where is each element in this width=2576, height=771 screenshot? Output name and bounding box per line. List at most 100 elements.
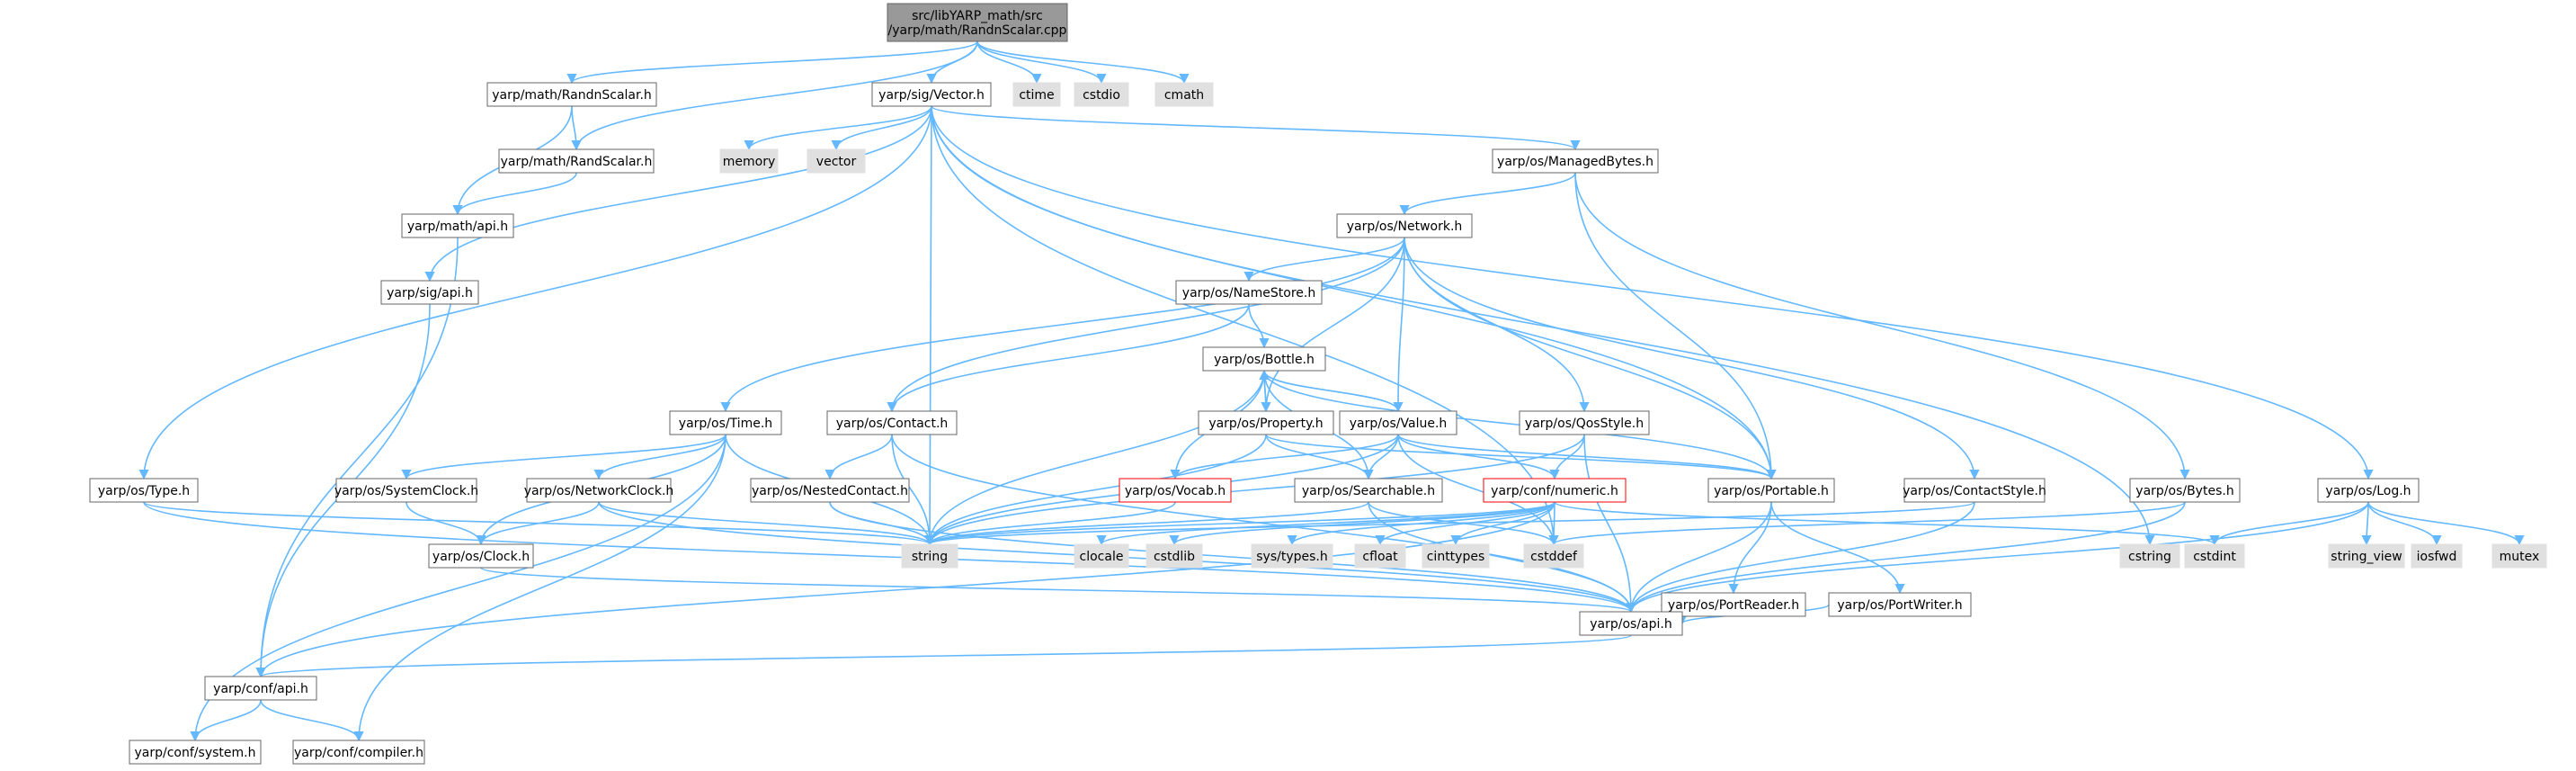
node-conf-api-h[interactable]: yarp/conf/api.h [204,676,317,701]
node-label: yarp/os/SystemClock.h [334,484,478,498]
node-label: cstdint [2193,550,2236,564]
node-box [1012,82,1061,107]
node-box [1483,478,1627,503]
edge-conf-api-h-to-conf-compiler-h [260,699,364,742]
node-math-rand-scalar-h[interactable]: yarp/math/RandScalar.h [498,148,655,174]
node-label: memory [723,155,776,169]
edge-conf-numeric-h-to-clocale [1096,501,1555,546]
node-cstdlib: cstdlib [1145,543,1203,569]
node-label: yarp/os/NestedContact.h [752,484,908,498]
edge-network-h-to-value-h [1393,237,1405,413]
edge-bytes-h-to-os-api-h [1626,501,2186,614]
edge-value-h-to-bottle-h [1259,369,1399,412]
node-searchable-h[interactable]: yarp/os/Searchable.h [1294,478,1443,503]
node-box [1336,213,1473,238]
node-sig-api-h[interactable]: yarp/sig/api.h [380,280,479,305]
edge-managed-bytes-h-to-network-h [1399,172,1576,216]
node-label: yarp/os/PortReader.h [1668,598,1799,613]
node-box [1074,82,1129,107]
node-label: yarp/os/NameStore.h [1182,286,1315,300]
edge-property-h-to-portable-h [1265,434,1777,480]
node-label: yarp/os/ContactStyle.h [1903,484,2046,498]
node-managed-bytes-h[interactable]: yarp/os/ManagedBytes.h [1492,148,1659,174]
node-type-h[interactable]: yarp/os/Type.h [89,478,199,503]
node-box [2328,543,2405,569]
node-box [526,478,672,503]
node-network-clock-h[interactable]: yarp/os/NetworkClock.h [524,478,674,503]
node-system-clock-h[interactable]: yarp/os/SystemClock.h [334,478,478,503]
node-log-h[interactable]: yarp/os/Log.h [2317,478,2420,503]
edge-root-to-ctime [976,40,1042,85]
node-box [1202,346,1326,372]
node-bytes-h[interactable]: yarp/os/Bytes.h [2129,478,2241,503]
node-nested-contact-h[interactable]: yarp/os/NestedContact.h [750,478,910,503]
node-portable-h[interactable]: yarp/os/Portable.h [1707,478,1835,503]
edge-property-h-to-string [924,434,1267,546]
edge-network-h-to-time-h [720,237,1405,413]
edge-network-h-to-name-store-h [1243,237,1405,282]
edge-sig-vector-h-to-memory [744,105,932,151]
node-label: mutex [2500,550,2540,564]
edge-network-h-to-contact-h [887,237,1405,413]
edge-qos-style-h-to-os-api-h [1583,434,1636,614]
node-box [807,148,866,174]
edge-network-h-to-property-h [1261,237,1405,413]
node-label: yarp/os/api.h [1590,617,1671,632]
edge-time-h-to-network-clock-h [593,434,726,480]
node-clock-h[interactable]: yarp/os/Clock.h [428,543,534,569]
node-root[interactable]: src/libYARP_math/src/yarp/math/RandnScal… [887,3,1068,42]
node-value-h[interactable]: yarp/os/Value.h [1339,410,1457,435]
edge-portable-h-to-os-api-h [1626,501,1772,614]
edge-network-h-to-contact-style-h [1404,237,1980,480]
edge-log-h-to-os-api-h [1626,501,2369,614]
node-label: vector [816,155,857,169]
node-network-h[interactable]: yarp/os/Network.h [1336,213,1473,238]
node-label: yarp/os/Log.h [2325,484,2411,498]
node-os-api-h[interactable]: yarp/os/api.h [1579,611,1683,636]
node-contact-h[interactable]: yarp/os/Contact.h [826,410,958,435]
node-math-randn-scalar-h[interactable]: yarp/math/RandnScalar.h [486,82,657,107]
edge-nested-contact-h-to-os-api-h [829,501,1636,614]
node-port-reader-h[interactable]: yarp/os/PortReader.h [1661,592,1806,617]
node-label: yarp/conf/numeric.h [1491,484,1618,498]
node-label: yarp/os/Searchable.h [1302,484,1435,498]
edge-qos-style-h-to-string [924,434,1585,546]
node-conf-system-h[interactable]: yarp/conf/system.h [129,740,262,765]
node-box [826,410,958,435]
node-vocab-h[interactable]: yarp/os/Vocab.h [1119,478,1232,503]
node-time-h[interactable]: yarp/os/Time.h [669,410,782,435]
node-label: cinttypes [1427,550,1485,564]
node-cmath: cmath [1154,82,1214,107]
node-box [204,676,317,701]
edge-searchable-h-to-string [924,501,1369,546]
node-string-view: string_view [2328,543,2405,569]
node-cfloat: cfloat [1354,543,1406,569]
node-contact-style-h[interactable]: yarp/os/ContactStyle.h [1903,478,2046,503]
edge-sig-vector-h-to-cstddef [931,105,1559,546]
edge-name-store-h-to-bottle-h [1248,303,1270,349]
edge-conf-numeric-h-to-string [924,501,1555,546]
node-conf-numeric-h[interactable]: yarp/conf/numeric.h [1483,478,1627,503]
edge-log-h-to-cstdint [2209,501,2369,546]
node-box [2411,543,2463,569]
node-qos-style-h[interactable]: yarp/os/QosStyle.h [1519,410,1650,435]
node-bottle-h[interactable]: yarp/os/Bottle.h [1202,346,1326,372]
node-math-api-h[interactable]: yarp/math/api.h [401,213,514,238]
node-sig-vector-h[interactable]: yarp/sig/Vector.h [871,82,992,107]
edge-time-h-to-system-clock-h [401,434,726,480]
node-box [401,213,514,238]
node-name-store-h[interactable]: yarp/os/NameStore.h [1175,280,1323,305]
node-property-h[interactable]: yarp/os/Property.h [1198,410,1334,435]
node-box [1492,148,1659,174]
edge-network-clock-h-to-string [598,501,935,546]
edge-root-to-cmath [976,40,1190,85]
edge-conf-numeric-h-to-conf-api-h [255,501,1555,678]
node-label: yarp/sig/Vector.h [878,88,985,103]
edge-sig-vector-h-to-cstring [931,105,2155,546]
node-conf-compiler-h[interactable]: yarp/conf/compiler.h [292,740,425,765]
node-box [2491,543,2547,569]
node-port-writer-h[interactable]: yarp/os/PortWriter.h [1828,592,1972,617]
edge-log-h-to-string-view [2361,501,2372,546]
node-box [1074,543,1129,569]
edge-sig-vector-h-to-sig-api-h [424,105,932,282]
